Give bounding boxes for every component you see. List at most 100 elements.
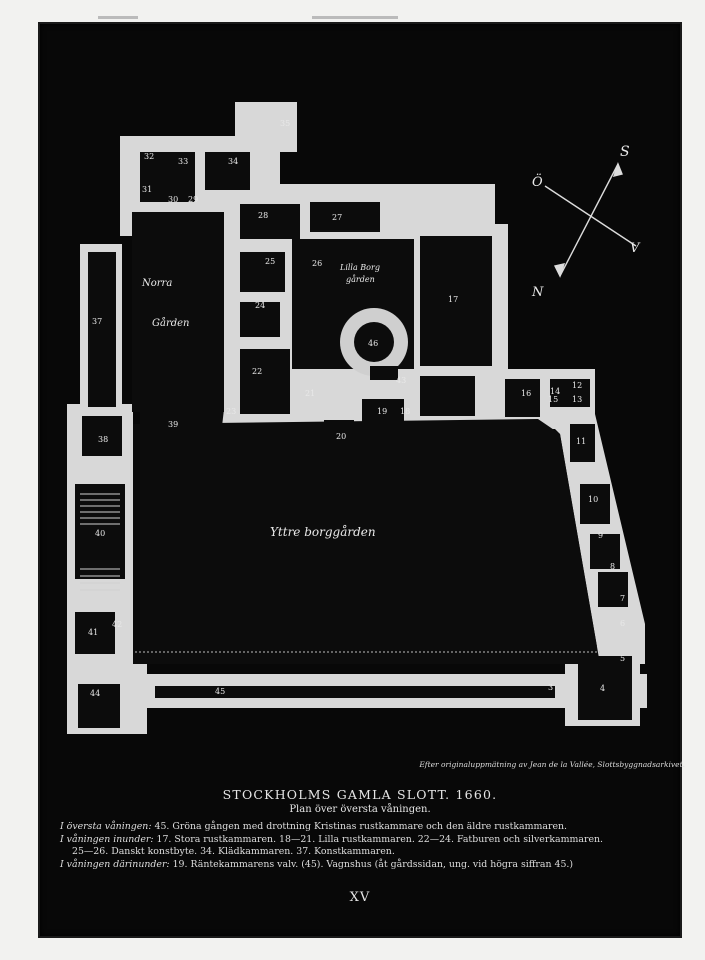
room-11	[570, 424, 595, 462]
room-number: 34	[228, 157, 238, 166]
small-courtyard-label: Lilla Borg	[339, 263, 380, 272]
rooms-32-33	[140, 152, 195, 202]
room-number: 20	[336, 432, 346, 441]
room-number: 17	[448, 295, 458, 304]
round-stair	[340, 308, 408, 380]
room-number: 25	[265, 257, 275, 266]
photographic-plate: 35 32 33 34 31 30 29 28 27 25 26 24 22 2…	[40, 24, 685, 936]
legend-text: 19. Räntekammarens valv. (45). Vagnshus …	[169, 858, 574, 870]
upper-courtyard-label: Norra	[141, 278, 172, 289]
room-number: 43	[396, 376, 406, 385]
room-number: 45	[215, 687, 225, 696]
title-block: STOCKHOLMS GAMLA SLOTT. 1660. Plan över …	[40, 787, 680, 815]
room-25	[240, 252, 285, 292]
compass-south: S	[620, 144, 630, 160]
room-number: 28	[258, 211, 268, 220]
small-courtyard-label: gården	[346, 275, 375, 284]
room-number: 16	[521, 389, 531, 398]
room-number: 5	[620, 654, 625, 663]
plate-edge-mark	[312, 16, 398, 19]
room-number: 10	[588, 495, 598, 504]
upper-courtyard	[132, 212, 224, 412]
legend-line: I översta våningen: 45. Gröna gången med…	[60, 821, 675, 834]
room-4	[578, 656, 632, 720]
room-number: 3	[548, 683, 553, 692]
room-number: 40	[95, 529, 105, 538]
room-number: 6	[620, 619, 625, 628]
room-number: 13	[572, 395, 582, 404]
room-number: 8	[610, 562, 615, 571]
room-number: 44	[90, 689, 100, 698]
room-number: 42	[112, 620, 122, 629]
room-number: 39	[168, 420, 178, 429]
room-22	[240, 349, 290, 414]
legend-line: 25—26. Danskt konstbyte. 34. Klädkammare…	[60, 846, 675, 859]
room-number: 14	[550, 387, 560, 396]
room-number: 4	[600, 684, 605, 693]
room-34	[205, 152, 250, 190]
legend-lead: I våningen inunder:	[60, 833, 154, 845]
room-20	[324, 420, 354, 448]
room-37	[88, 252, 116, 407]
legend-line: I våningen inunder: 17. Stora rustkammar…	[60, 834, 675, 847]
legend-text: 17. Stora rustkammaren. 18—21. Lilla rus…	[153, 833, 604, 845]
room-17	[420, 236, 492, 366]
legend-lead: I våningen därinunder:	[60, 858, 170, 870]
room-number: 11	[576, 437, 586, 446]
room-15	[420, 376, 475, 416]
room-27	[310, 202, 380, 232]
compass-north: N	[531, 285, 544, 300]
room-number: 15	[548, 395, 558, 404]
room-number: 26	[312, 259, 322, 268]
rooms-14-12	[550, 379, 590, 407]
plate-number: XV	[349, 890, 371, 905]
room-19	[362, 399, 404, 424]
stair-hatching	[80, 493, 120, 591]
legend-text: 45. Gröna gången med drottning Kristinas…	[151, 821, 568, 832]
legend-line: I våningen därinunder: 19. Räntekammaren…	[60, 859, 675, 872]
compass-rose	[544, 161, 637, 278]
legend-text: 25—26. Danskt konstbyte. 34. Klädkammare…	[72, 846, 395, 858]
upper-courtyard-label: Gården	[152, 317, 190, 329]
room-number: 27	[332, 213, 342, 222]
room-number: 23	[226, 407, 236, 416]
room-number: 29	[188, 195, 198, 204]
room-number: 31	[142, 185, 152, 194]
outer-courtyard-label: Yttre borggården	[270, 524, 376, 539]
plan-rooms	[75, 152, 632, 728]
room-number: 7	[620, 594, 625, 603]
room-number: 46	[368, 339, 378, 348]
legend: I översta våningen: 45. Gröna gången med…	[60, 821, 675, 871]
legend-lead: I översta våningen:	[60, 821, 152, 832]
room-45	[155, 686, 555, 698]
room-number: 32	[144, 152, 154, 161]
room-28	[240, 204, 300, 239]
room-number: 21	[305, 389, 315, 398]
room-numbers: 35 32 33 34 31 30 29 28 27 25 26 24 22 2…	[88, 119, 625, 698]
outer-courtyard	[133, 419, 600, 664]
room-number: 19	[377, 407, 387, 416]
plate-title: STOCKHOLMS GAMLA SLOTT. 1660.	[222, 787, 498, 802]
room-number: 12	[572, 381, 582, 390]
room-number: 33	[178, 157, 188, 166]
room-number: 41	[88, 628, 98, 637]
room-41	[75, 612, 115, 654]
room-number: 38	[98, 435, 108, 444]
room-number: 9	[598, 531, 603, 540]
room-44	[78, 684, 120, 728]
compass-west: V	[630, 241, 641, 256]
tower-35	[235, 102, 297, 152]
plate-subtitle: Plan över översta våningen.	[289, 804, 431, 815]
room-number: 35	[280, 119, 290, 128]
plan-attribution: Efter originaluppmätning av Jean de la V…	[419, 760, 685, 769]
room-24	[240, 302, 280, 337]
room-number: 30	[168, 195, 178, 204]
room-16	[505, 379, 540, 417]
room-number: 37	[92, 317, 102, 326]
room-number: 24	[255, 301, 265, 310]
room-number: 22	[252, 367, 262, 376]
room-number: 18	[400, 407, 410, 416]
room-9	[590, 534, 620, 569]
compass-east: Ö	[532, 173, 543, 190]
room-38	[82, 416, 122, 456]
